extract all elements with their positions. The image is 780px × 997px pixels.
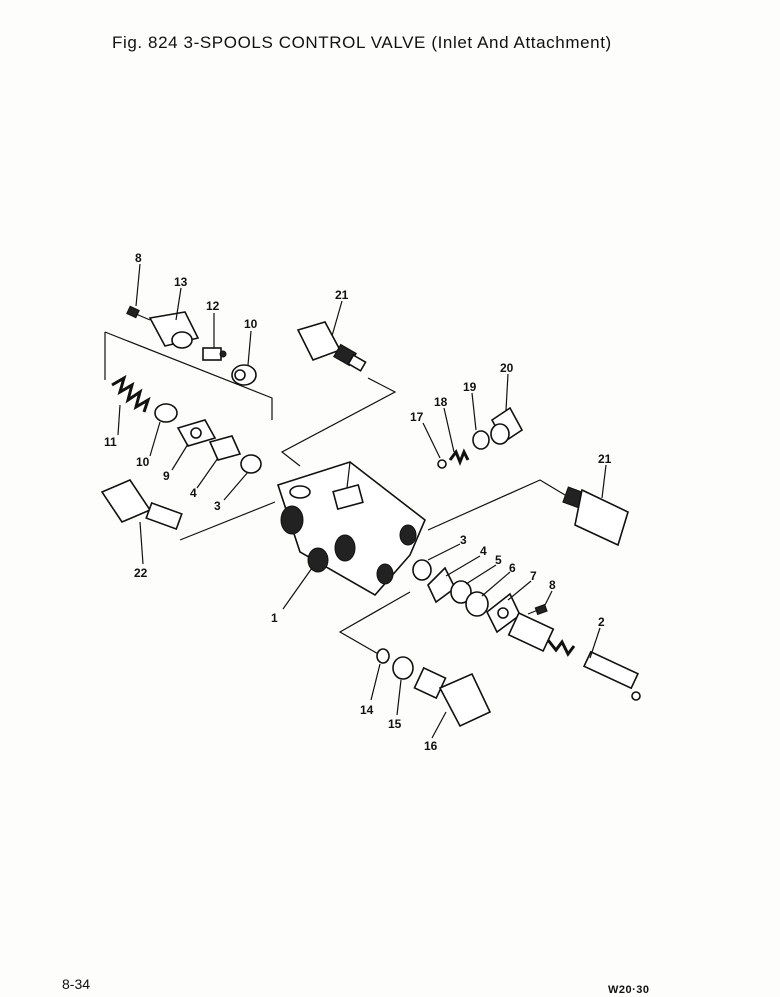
part-18-spring xyxy=(448,448,470,467)
callout-8-right: 8 xyxy=(549,578,556,592)
callout-7: 7 xyxy=(530,569,537,583)
callout-5: 5 xyxy=(495,553,502,567)
callout-8-top: 8 xyxy=(135,251,142,265)
part-12-plug xyxy=(202,347,227,361)
part-15-oring xyxy=(392,656,414,680)
callout-18: 18 xyxy=(434,395,448,409)
callout-21-top: 21 xyxy=(335,288,349,302)
callout-4-right: 4 xyxy=(480,544,487,558)
page-number: 8-34 xyxy=(62,976,91,992)
part-14-oring xyxy=(376,648,390,664)
part-8-bolt-top xyxy=(126,305,151,321)
part-22-valve xyxy=(100,479,183,531)
part-1-valve-body xyxy=(276,461,426,597)
callout-22: 22 xyxy=(134,566,148,580)
callout-19: 19 xyxy=(463,380,477,394)
part-2-spool xyxy=(507,612,641,701)
callout-12: 12 xyxy=(206,299,220,313)
callout-3-left: 3 xyxy=(214,499,221,513)
assembly-line-16 xyxy=(338,591,411,656)
part-19-oring xyxy=(472,430,490,450)
part-8-bolt-right xyxy=(527,603,548,616)
callout-16: 16 xyxy=(424,739,438,753)
callout-9: 9 xyxy=(163,469,170,483)
callout-2: 2 xyxy=(598,615,605,629)
assembly-line-left-group xyxy=(104,331,273,420)
part-9-plate xyxy=(176,419,217,447)
callout-20: 20 xyxy=(500,361,514,375)
part-10-washer xyxy=(154,403,178,423)
callout-3-right: 3 xyxy=(460,533,467,547)
callout-14: 14 xyxy=(360,703,374,717)
part-3-oring-right xyxy=(412,559,432,581)
part-5-washer xyxy=(450,580,472,604)
callout-6: 6 xyxy=(509,561,516,575)
callout-21-right: 21 xyxy=(598,452,612,466)
callout-leaders xyxy=(117,263,607,739)
part-3-oring xyxy=(240,454,262,474)
model-code: W20·30 xyxy=(608,984,650,996)
callout-17: 17 xyxy=(410,410,424,424)
callout-11: 11 xyxy=(104,435,117,449)
assembly-line-21-right xyxy=(427,479,566,531)
part-11-spring xyxy=(111,374,151,413)
figure-title: Fig. 824 3-SPOOLS CONTROL VALVE (Inlet A… xyxy=(112,33,612,52)
callout-10-washer: 10 xyxy=(136,455,150,469)
part-4-gasket xyxy=(208,435,242,461)
callout-1: 1 xyxy=(271,611,278,625)
part-21-relief-valve-top xyxy=(296,321,367,372)
part-13-cover xyxy=(148,311,200,349)
part-6-seal xyxy=(465,591,489,617)
callout-10-top: 10 xyxy=(244,317,258,331)
callout-4-left: 4 xyxy=(190,486,197,500)
part-16-plug xyxy=(413,666,492,728)
callout-labels: 8 13 12 10 21 11 10 9 4 3 22 20 19 18 17… xyxy=(104,251,612,753)
part-20-cap xyxy=(490,406,524,445)
callout-13: 13 xyxy=(174,275,188,289)
part-17-ball xyxy=(437,459,447,469)
assembly-line-21-top xyxy=(280,377,397,467)
part-21-relief-valve-right xyxy=(562,486,629,547)
callout-15: 15 xyxy=(388,717,402,731)
part-10-collar-top xyxy=(231,364,257,386)
assembly-line-22 xyxy=(179,501,276,541)
